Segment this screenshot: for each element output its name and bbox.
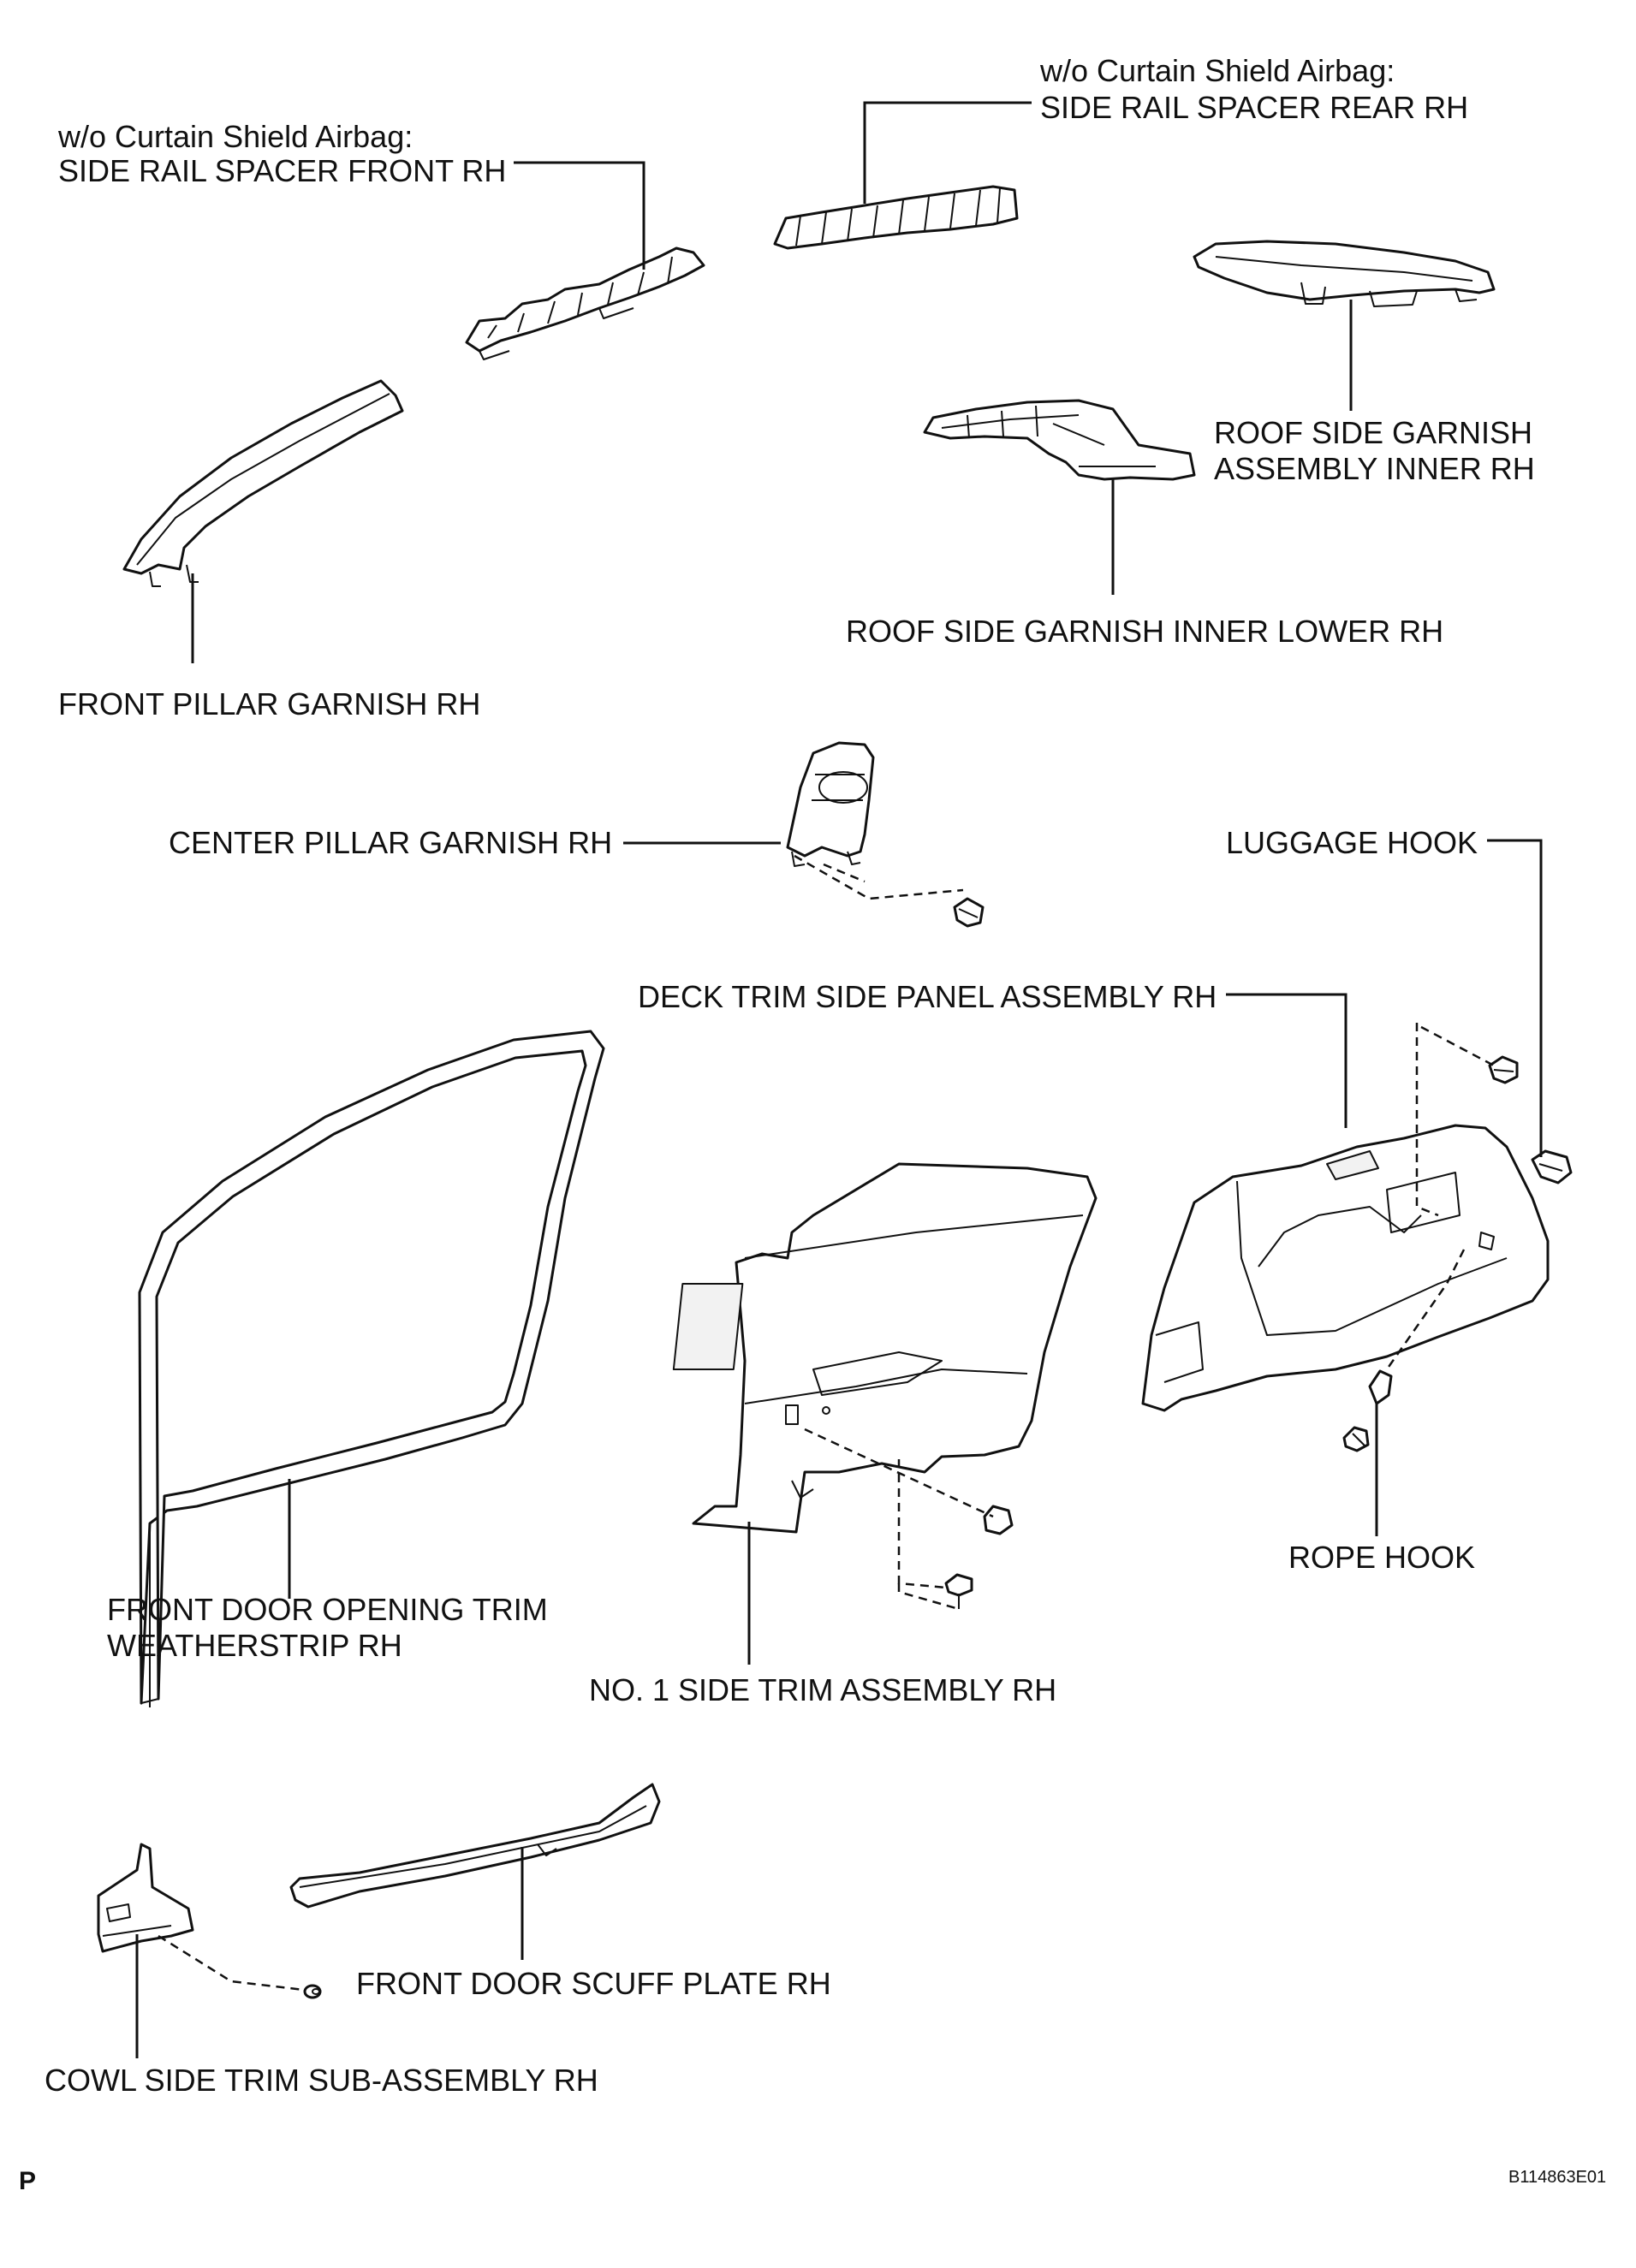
front-door-scuff-plate-part: [289, 1783, 661, 1909]
callout-labels: w/o Curtain Shield Airbag: SIDE RAIL SPA…: [45, 53, 1535, 2098]
luggage-hook-part: [1531, 1149, 1573, 1184]
weatherstrip-part: [138, 1030, 605, 1707]
label-center-pillar: CENTER PILLAR GARNISH RH: [169, 825, 612, 860]
side-trim-part: [672, 1162, 1098, 1534]
label-side-rail-rear-line1: w/o Curtain Shield Airbag:: [1039, 53, 1395, 88]
side-rail-spacer-front-part: [465, 246, 705, 360]
label-deck-trim: DECK TRIM SIDE PANEL ASSEMBLY RH: [638, 979, 1217, 1014]
center-pillar-garnish-part: [786, 741, 875, 867]
figure-code: B114863E01: [1508, 2168, 1606, 2187]
install-lines: [158, 854, 1495, 1992]
side-trim-clip-lower: [944, 1573, 973, 1609]
front-pillar-garnish-part: [122, 379, 404, 587]
deck-trim-side-panel-part: [1141, 1124, 1550, 1412]
center-pillar-clip: [953, 897, 985, 928]
label-side-trim: NO. 1 SIDE TRIM ASSEMBLY RH: [589, 1672, 1056, 1707]
label-roof-garnish-inner-line2: ASSEMBLY INNER RH: [1214, 451, 1535, 486]
side-trim-clip-upper: [983, 1505, 1014, 1535]
label-weatherstrip-line1: FRONT DOOR OPENING TRIM: [107, 1592, 548, 1627]
deck-trim-clip-upper: [1488, 1055, 1519, 1084]
label-weatherstrip-line2: WEATHERSTRIP RH: [107, 1628, 402, 1663]
cowl-side-trim-clip: [303, 1984, 322, 1999]
label-scuff-plate: FRONT DOOR SCUFF PLATE RH: [356, 1966, 831, 2001]
label-cowl-trim: COWL SIDE TRIM SUB-ASSEMBLY RH: [45, 2063, 598, 2098]
roof-side-garnish-lower-part: [923, 399, 1196, 481]
corner-mark: P: [19, 2167, 36, 2195]
label-side-rail-rear-line2: SIDE RAIL SPACER REAR RH: [1040, 90, 1468, 125]
label-roof-garnish-lower: ROOF SIDE GARNISH INNER LOWER RH: [846, 614, 1443, 649]
label-roof-garnish-inner-line1: ROOF SIDE GARNISH: [1214, 415, 1532, 450]
label-side-rail-front-line1: w/o Curtain Shield Airbag:: [57, 119, 413, 154]
label-luggage-hook: LUGGAGE HOOK: [1226, 825, 1478, 860]
footer: P B114863E01: [19, 2167, 1606, 2195]
label-rope-hook: ROPE HOOK: [1288, 1540, 1475, 1575]
label-front-pillar: FRONT PILLAR GARNISH RH: [58, 686, 480, 721]
roof-side-garnish-inner-part: [1193, 240, 1496, 307]
rope-hook-part: [1342, 1369, 1393, 1452]
cowl-side-trim-part: [97, 1843, 194, 1953]
side-rail-spacer-rear-part: [773, 185, 1019, 250]
leader-lines: [135, 101, 1543, 2058]
label-side-rail-front-line2: SIDE RAIL SPACER FRONT RH: [58, 153, 506, 188]
